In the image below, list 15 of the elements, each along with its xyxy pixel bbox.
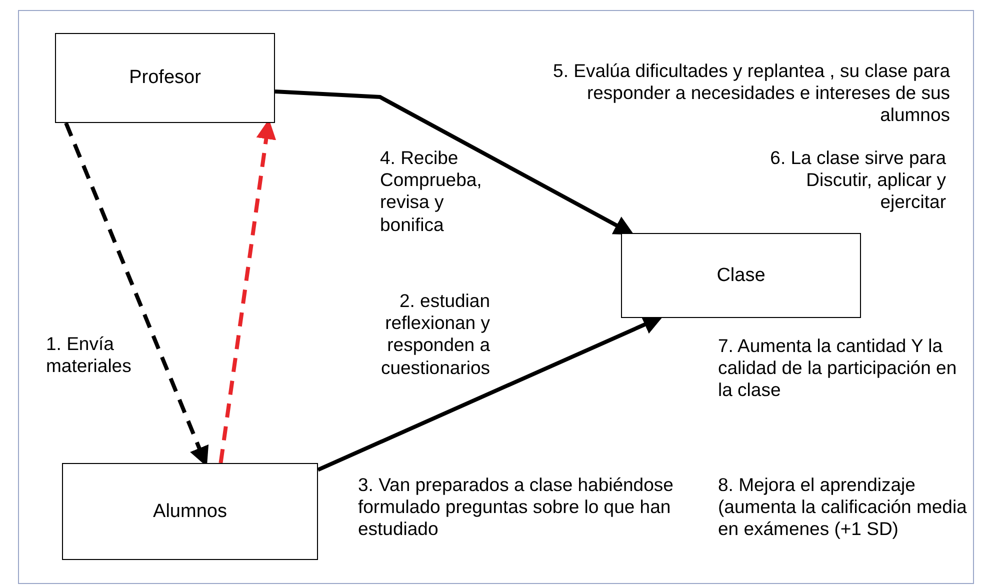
edge-label: 1. Envía materiales	[46, 333, 132, 378]
process-box	[55, 33, 275, 123]
process-box	[621, 233, 861, 318]
note-text: 3. Van preparados a clase habiéndose formulado preguntas sobre lo que han estudiado	[358, 474, 674, 541]
edge-label: 2. estudian reflexionan y responden a cuestionarios	[380, 290, 490, 379]
note-text: 7. Aumenta la cantidad Y la calidad de la participación en la clase	[718, 335, 958, 402]
note-text: 6. La clase sirve para Discutir, aplicar y ejercitar	[769, 147, 946, 214]
node-label: Clase	[716, 264, 766, 286]
note-text: 4. Recibe Comprueba, revisa y bonifica	[380, 147, 483, 236]
node-label: Profesor	[129, 67, 201, 89]
arrow	[274, 90, 634, 235]
process-box	[62, 463, 318, 560]
note-text: 8. Mejora el aprendizaje (aumenta la calificación media en exámenes (+1 SD)	[718, 474, 968, 541]
node-label: Alumnos	[153, 500, 227, 522]
edge-label: 5. Evalúa dificultades y replantea , su clase para responder a necesidades e intereses de sus alumnos	[552, 60, 950, 127]
